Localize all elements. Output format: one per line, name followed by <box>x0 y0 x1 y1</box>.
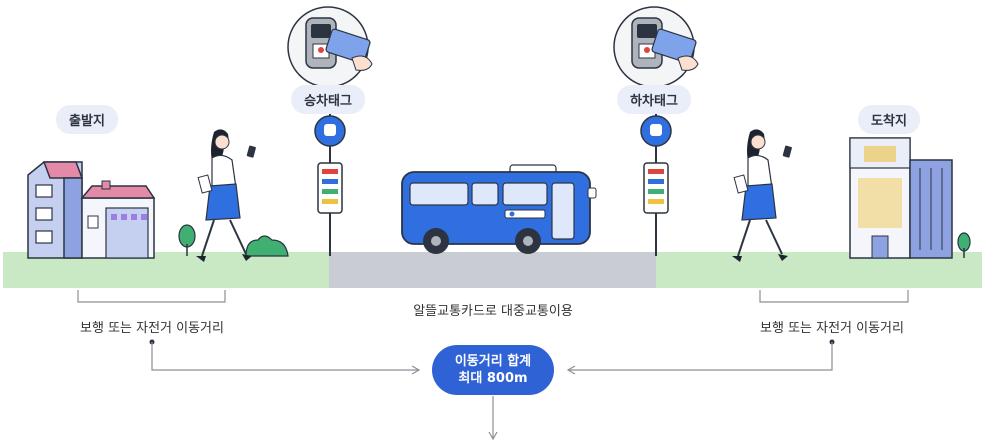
alight-tag-label: 하차태그 <box>617 85 691 114</box>
connector-down <box>488 396 498 441</box>
bracket-left <box>77 290 226 303</box>
origin-label: 출발지 <box>56 105 118 134</box>
tree-icon <box>957 232 971 258</box>
board-tag-label: 승차태그 <box>291 85 365 114</box>
bus-stop-sign-icon <box>640 104 672 256</box>
connector-right <box>566 339 835 375</box>
connector-left <box>149 339 421 375</box>
card-reader-icon <box>287 6 373 88</box>
bus-icon <box>401 164 597 254</box>
walk-distance-left: 보행 또는 자전거 이동거리 <box>80 321 224 336</box>
tree-icon <box>178 224 196 256</box>
walk-distance-right: 보행 또는 자전거 이동거리 <box>760 321 904 336</box>
total-distance-max: 최대 800m <box>458 371 528 386</box>
bush-icon <box>245 235 289 257</box>
card-reader-icon <box>613 6 699 88</box>
bracket-right <box>759 290 909 303</box>
bus-stop-sign-icon <box>314 104 346 256</box>
road <box>329 252 656 288</box>
destination-label: 도착지 <box>858 105 920 134</box>
walking-woman-icon <box>196 129 256 262</box>
transit-label: 알뜰교통카드로 대중교통이용 <box>413 304 573 319</box>
total-distance-title: 이동거리 합계 <box>454 354 532 369</box>
building-icon <box>849 137 953 259</box>
building-icon <box>27 161 156 259</box>
walking-woman-icon <box>732 129 792 262</box>
total-distance-pill: 이동거리 합계 최대 800m <box>432 345 554 395</box>
